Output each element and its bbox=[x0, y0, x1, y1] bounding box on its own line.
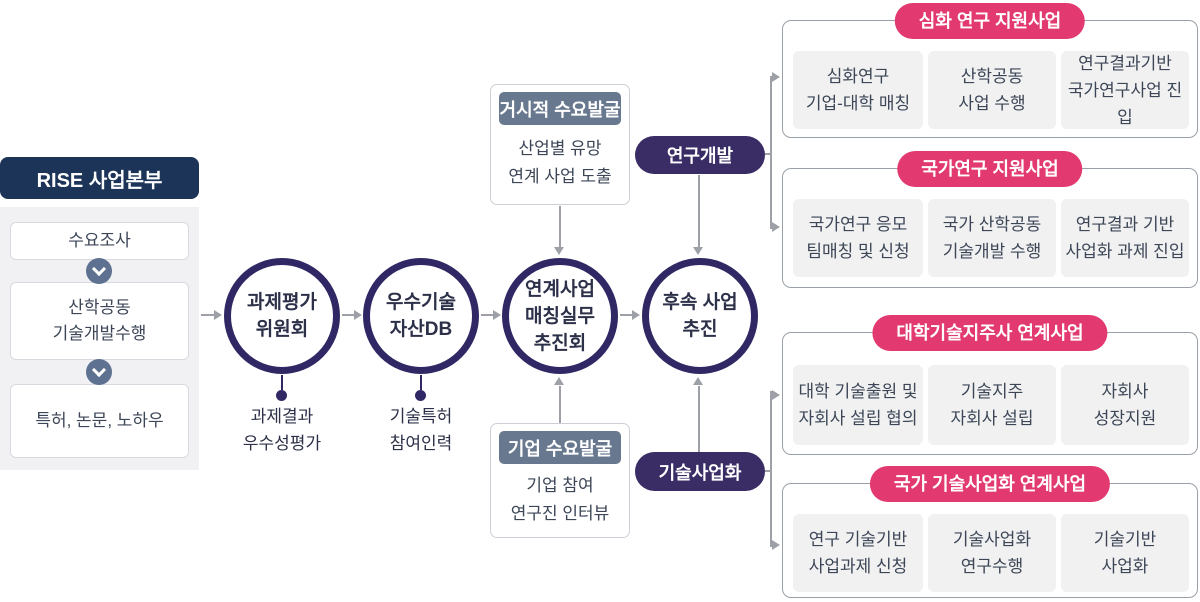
circle-tech-asset-db: 우수기술 자산DB bbox=[363, 258, 479, 374]
chevron-glyph bbox=[91, 362, 107, 378]
macro-demand-title: 거시적 수요발굴 bbox=[499, 92, 621, 125]
flow-dot-icon bbox=[415, 390, 426, 401]
program-item: 심화연구 기업-대학 매칭 bbox=[793, 51, 923, 129]
circle-matching-council: 연계사업 매칭실무 추진회 bbox=[502, 258, 618, 374]
circle-follow-up-project: 후속 사업 추진 bbox=[642, 258, 758, 374]
program-item: 자회사 성장지원 bbox=[1061, 365, 1189, 445]
branch-commercialization-vertical bbox=[770, 391, 772, 547]
note-connector-line bbox=[281, 375, 283, 390]
arrowhead-right bbox=[354, 310, 362, 320]
program-section-advanced-research: 심화 연구 지원사업 심화연구 기업-대학 매칭 산학공동 사업 수행 연구결과… bbox=[782, 3, 1198, 138]
arrowhead-up bbox=[693, 377, 703, 385]
company-demand-title: 기업 수요발굴 bbox=[499, 431, 621, 464]
program-item: 국가 산학공동 기술개발 수행 bbox=[928, 199, 1056, 277]
program-item: 기술사업화 연구수행 bbox=[928, 514, 1056, 592]
arrowhead-right bbox=[772, 222, 780, 232]
program-item: 대학 기술출원 및 자회사 설립 협의 bbox=[793, 365, 923, 445]
note-patent-personnel: 기술특허 참여인력 bbox=[389, 407, 453, 453]
track-pill-rnd: 연구개발 bbox=[635, 136, 765, 174]
chevron-down-icon bbox=[86, 258, 112, 284]
arrow-panel-to-committee bbox=[201, 314, 214, 316]
program-section-national-research: 국가연구 지원사업 국가연구 응모 팀매칭 및 신청 국가 산학공동 기술개발 … bbox=[782, 151, 1198, 288]
program-section-national-commercialization: 국가 기술사업화 연계사업 연구 기술기반 사업과제 신청 기술사업화 연구수행… bbox=[782, 466, 1198, 598]
program-item: 기술지주 자회사 설립 bbox=[928, 365, 1056, 445]
arrowhead-down bbox=[554, 247, 564, 255]
program-item: 연구 기술기반 사업과제 신청 bbox=[793, 514, 923, 592]
program-title-badge: 대학기술지주사 연계사업 bbox=[872, 315, 1108, 351]
arrowhead-right bbox=[772, 540, 780, 550]
arrow-c3-c4 bbox=[620, 314, 632, 316]
company-demand-body: 기업 참여 연구진 인터뷰 bbox=[510, 476, 610, 523]
program-item: 연구결과기반 국가연구사업 진입 bbox=[1061, 51, 1189, 129]
arrowhead-right bbox=[632, 310, 640, 320]
company-demand-box: 기업 수요발굴 기업 참여 연구진 인터뷰 bbox=[490, 423, 630, 538]
branch-rnd-stub bbox=[765, 153, 772, 155]
rise-headquarters-header: RISE 사업본부 bbox=[0, 157, 199, 199]
program-item: 연구결과 기반 사업화 과제 진입 bbox=[1061, 199, 1189, 277]
flow-dot-icon bbox=[276, 390, 287, 401]
program-item: 산학공동 사업 수행 bbox=[928, 51, 1056, 129]
note-result-evaluation: 과제결과 우수성평가 bbox=[242, 407, 322, 453]
arrowhead-right bbox=[772, 72, 780, 82]
program-title-badge: 국가연구 지원사업 bbox=[897, 151, 1083, 187]
program-item: 기술기반 사업화 bbox=[1061, 514, 1189, 592]
program-section-tech-holding: 대학기술지주사 연계사업 대학 기술출원 및 자회사 설립 협의 기술지주 자회… bbox=[782, 315, 1198, 455]
macro-demand-box: 거시적 수요발굴 산업별 유망 연계 사업 도출 bbox=[490, 84, 630, 205]
circle-evaluation-committee: 과제평가 위원회 bbox=[224, 258, 340, 374]
step-demand-survey: 수요조사 bbox=[10, 222, 189, 260]
branch-commercialization-stub bbox=[765, 470, 772, 472]
program-title-badge: 국가 기술사업화 연계사업 bbox=[869, 466, 1111, 502]
branch-rnd-vertical bbox=[770, 76, 772, 229]
chevron-glyph bbox=[91, 261, 107, 277]
arrow-c2-c3 bbox=[481, 314, 493, 316]
step-patent-paper-knowhow: 특허, 논문, 노하우 bbox=[10, 384, 189, 458]
arrow-rnd-to-c4 bbox=[698, 175, 700, 247]
arrowhead-up bbox=[554, 377, 564, 385]
arrowhead-down bbox=[693, 247, 703, 255]
track-pill-commercialization: 기술사업화 bbox=[635, 452, 765, 491]
program-title-badge: 심화 연구 지원사업 bbox=[894, 3, 1086, 39]
program-item: 국가연구 응모 팀매칭 및 신청 bbox=[793, 199, 923, 277]
arrow-commercialization-to-c4 bbox=[698, 386, 700, 452]
arrowhead-right bbox=[493, 310, 501, 320]
chevron-down-icon bbox=[86, 359, 112, 385]
arrow-c1-c2 bbox=[342, 314, 354, 316]
step-joint-rnd: 산학공동 기술개발수행 bbox=[10, 282, 189, 360]
arrowhead-right bbox=[214, 310, 222, 320]
arrow-company-to-c3 bbox=[559, 386, 561, 423]
arrowhead-right bbox=[772, 390, 780, 400]
macro-demand-body: 산업별 유망 연계 사업 도출 bbox=[508, 139, 612, 186]
arrow-macro-to-c3 bbox=[559, 206, 561, 247]
note-connector-line bbox=[420, 375, 422, 390]
